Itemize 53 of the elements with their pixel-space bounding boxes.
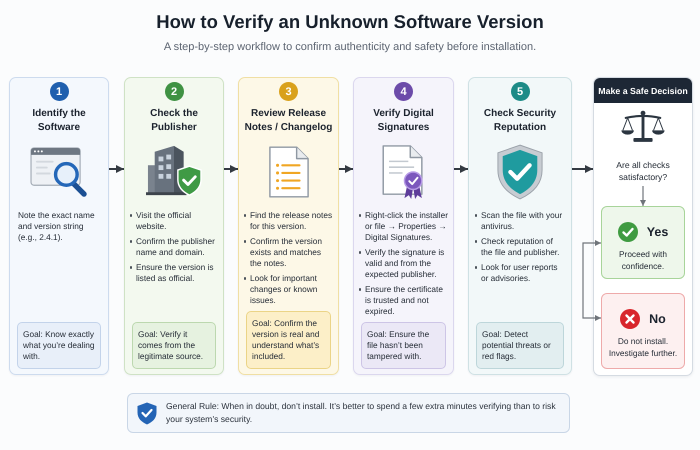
bullet-text: Look for important changes or known issues. <box>243 273 334 306</box>
outcome-text: Proceed with confidence. <box>618 248 668 272</box>
step-card <box>468 77 572 375</box>
goal-note: Goal: Detect potential threats or red flags. <box>476 322 564 369</box>
step-number: 2 <box>164 82 184 101</box>
bullet-text: Verify the signature is valid and from the expected publisher. <box>358 247 449 280</box>
bullet-text: Look for user reports or advisories. <box>474 262 566 284</box>
outcome-card <box>601 206 685 279</box>
bullet-text: Scan the file with your antivirus. <box>474 210 566 232</box>
rule-banner <box>127 393 570 433</box>
arrow <box>109 165 124 173</box>
step-number: 4 <box>394 82 413 101</box>
outcome-card <box>601 293 685 369</box>
goal-note: Goal: Ensure the file hasn’t been tampered with. <box>361 322 446 369</box>
step-number: 3 <box>279 82 298 101</box>
step-number: 1 <box>50 82 68 101</box>
bullet-text: Right-click the installer or file → Properties → Digital Signatures. <box>358 210 449 243</box>
bullet-text: Confirm the publisher name and domain. <box>129 236 219 258</box>
diagram-title: How to Verify an Unknown Software Version <box>156 10 544 33</box>
goal-note: Goal: Verify it comes from the legitimate source. <box>132 322 216 369</box>
step-title: Verify Digital Signatures <box>372 107 435 134</box>
step-card <box>124 77 224 375</box>
step-card <box>238 77 339 375</box>
arrow <box>339 165 353 173</box>
arrow <box>454 165 468 173</box>
step-title: Check Security Reputation <box>482 107 558 134</box>
arrow <box>572 165 593 173</box>
step-card <box>353 77 454 375</box>
panel-header: Make a Safe Decision <box>594 78 692 103</box>
bullet-text: Ensure the certificate is trusted and not expired. <box>358 284 449 317</box>
outcome-text: Do not install. Investigate further. <box>608 335 678 359</box>
bullet-text: Check reputation of the file and publisher. <box>474 236 566 258</box>
step-title: Check the Publisher <box>149 107 199 134</box>
arrow <box>640 186 646 206</box>
arrow <box>224 165 238 173</box>
subtitle: A step-by-step workflow to confirm authenticity and safety before installation. <box>164 40 536 54</box>
rule-text: General Rule: When in doubt, don’t install. It’s better to spend a few extra minutes verifying than to risk your system’s security. <box>166 400 557 426</box>
bullet-text: Visit the official website. <box>129 210 219 232</box>
outcome-label: No <box>649 312 666 326</box>
question-text: Are all checks satisfactory? <box>612 159 674 183</box>
step-title: Identify the Software <box>31 107 87 134</box>
bullet-text: Confirm the version exists and matches the notes. <box>243 236 334 269</box>
decision-panel <box>593 77 693 376</box>
step-title: Review Release Notes / Changelog <box>244 107 334 134</box>
bullet-text: Find the release notes for this version. <box>243 210 334 232</box>
bullet-text: Ensure the version is listed as official. <box>129 262 219 284</box>
step-description: Note the exact name and version string (e.g., 2.4.1). <box>18 210 96 243</box>
goal-note: Goal: Know exactly what you’re dealing with. <box>17 322 101 369</box>
step-number: 5 <box>510 82 530 101</box>
step-card <box>9 77 109 375</box>
goal-note: Goal: Confirm the version is real and understand what’s included. <box>246 311 331 369</box>
double-arrow <box>582 240 601 321</box>
outcome-label: Yes <box>646 225 668 239</box>
